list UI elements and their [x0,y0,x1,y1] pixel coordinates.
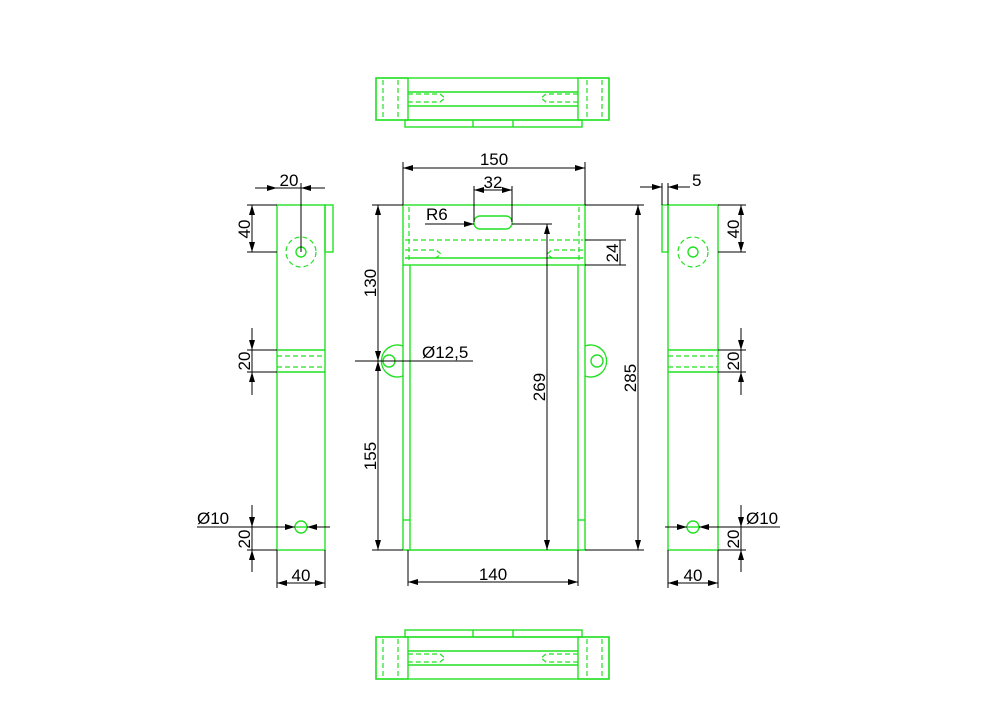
dim-upper-height: 130 [361,269,380,297]
dim-slot-depth: 269 [530,373,549,401]
top-view [375,77,610,128]
dim-lower-height: 155 [361,442,380,470]
dim-slot-width: 32 [484,173,503,192]
front-view [380,204,608,551]
dim-total-height: 285 [621,364,640,392]
dim-left-band: 20 [235,352,254,371]
dim-right-tab: 5 [692,171,701,190]
bottom-view [375,629,610,680]
dim-inner-width: 140 [479,565,507,584]
dim-right-band: 20 [724,352,743,371]
dim-width: 150 [480,150,508,169]
dim-crossbar: 24 [603,244,622,263]
dim-boss-diameter: Ø12,5 [422,343,468,362]
dim-right-hole: Ø10 [746,509,778,528]
dim-right-width: 40 [684,566,703,585]
dim-left-hole: Ø10 [197,509,229,528]
dim-left-top-height: 40 [235,220,254,239]
left-dimensions: 20 40 20 Ø10 20 40 [197,171,330,588]
dim-slot-radius: R6 [426,205,448,224]
left-side-view [276,204,334,551]
front-dimensions: 150 32 R6 130 155 Ø12,5 269 285 24 140 [355,150,644,586]
dim-left-width: 40 [292,566,311,585]
right-side-view [661,204,719,551]
dim-left-top-offset: 20 [280,171,299,190]
dim-right-bottom-offset: 20 [724,530,743,549]
dim-right-top-height: 40 [724,220,743,239]
right-dimensions: 5 40 20 Ø10 20 40 [640,171,780,588]
dim-left-bottom-offset: 20 [235,530,254,549]
